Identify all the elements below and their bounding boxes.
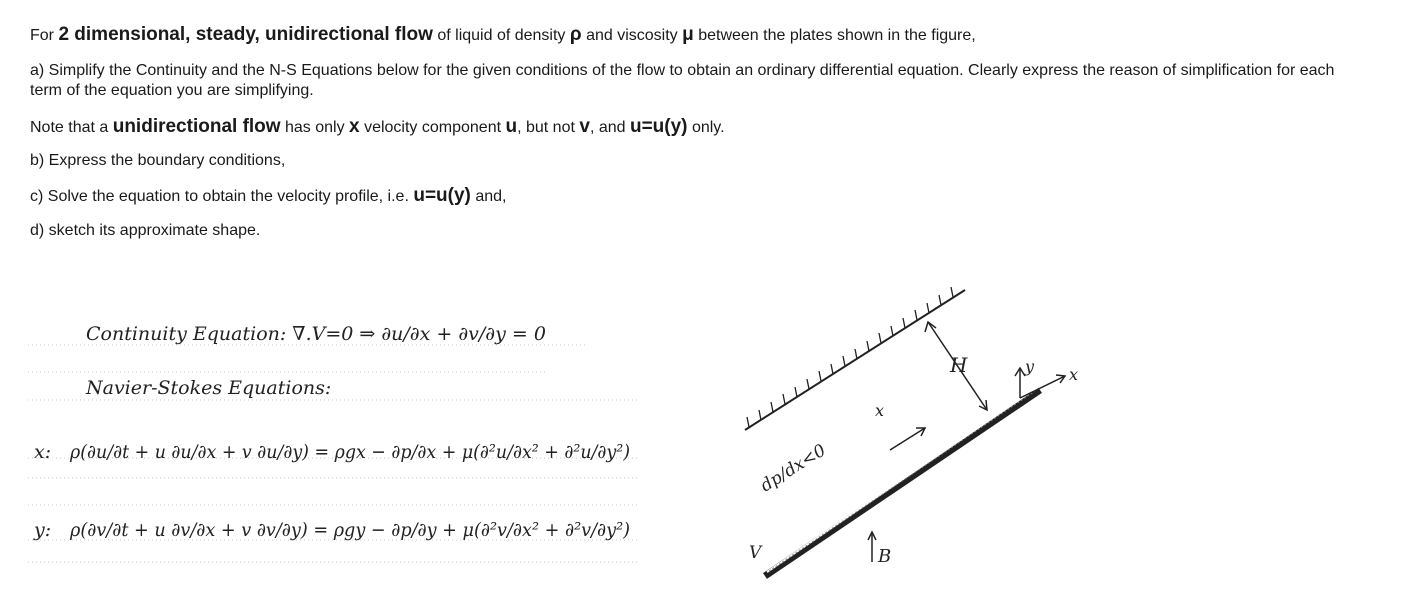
handwritten-equations: Continuity Equation: ∇.V=0 ⇒ ∂u/∂x + ∂v/… xyxy=(28,300,648,590)
x-axis-label: x xyxy=(1069,365,1078,384)
plates-figure: H x dp/dx<0 y x B V xyxy=(735,280,1095,600)
coordinate-axes xyxy=(1014,366,1067,399)
part-b: b) Express the boundary conditions, xyxy=(30,152,286,169)
plate-b-label: B xyxy=(877,546,891,567)
pressure-gradient-label: dp/dx<0 xyxy=(757,440,830,496)
flow-x-label: x xyxy=(875,401,884,420)
y-axis-label: y xyxy=(1024,357,1035,376)
part-c: c) Solve the equation to obtain the velo… xyxy=(30,185,507,206)
bottom-plate xyxy=(763,386,1042,579)
x-momentum-equation: ρ(∂u/∂t + u ∂u/∂x + v ∂u/∂y) = ρgx − ∂p/… xyxy=(69,441,630,463)
note-unidirectional: Note that a unidirectional flow has only… xyxy=(30,116,725,137)
height-label: H xyxy=(949,353,968,377)
part-a: a) Simplify the Continuity and the N-S E… xyxy=(30,62,1335,99)
plate-b-marker xyxy=(867,530,877,562)
ns-heading: Navier-Stokes Equations: xyxy=(85,377,331,399)
y-momentum-label: y: xyxy=(33,519,51,541)
problem-intro: For 2 dimensional, steady, unidirectiona… xyxy=(30,24,976,45)
flow-direction-arrow xyxy=(889,427,927,451)
continuity-equation: Continuity Equation: ∇.V=0 ⇒ ∂u/∂x + ∂v/… xyxy=(86,323,546,345)
part-d: d) sketch its approximate shape. xyxy=(30,222,261,239)
x-momentum-label: x: xyxy=(34,441,51,463)
y-momentum-equation: ρ(∂v/∂t + u ∂v/∂x + v ∂v/∂y) = ρgy − ∂p/… xyxy=(69,519,630,541)
gravity-label: V xyxy=(749,543,763,563)
top-plate xyxy=(744,286,966,431)
height-dimension xyxy=(924,320,988,412)
